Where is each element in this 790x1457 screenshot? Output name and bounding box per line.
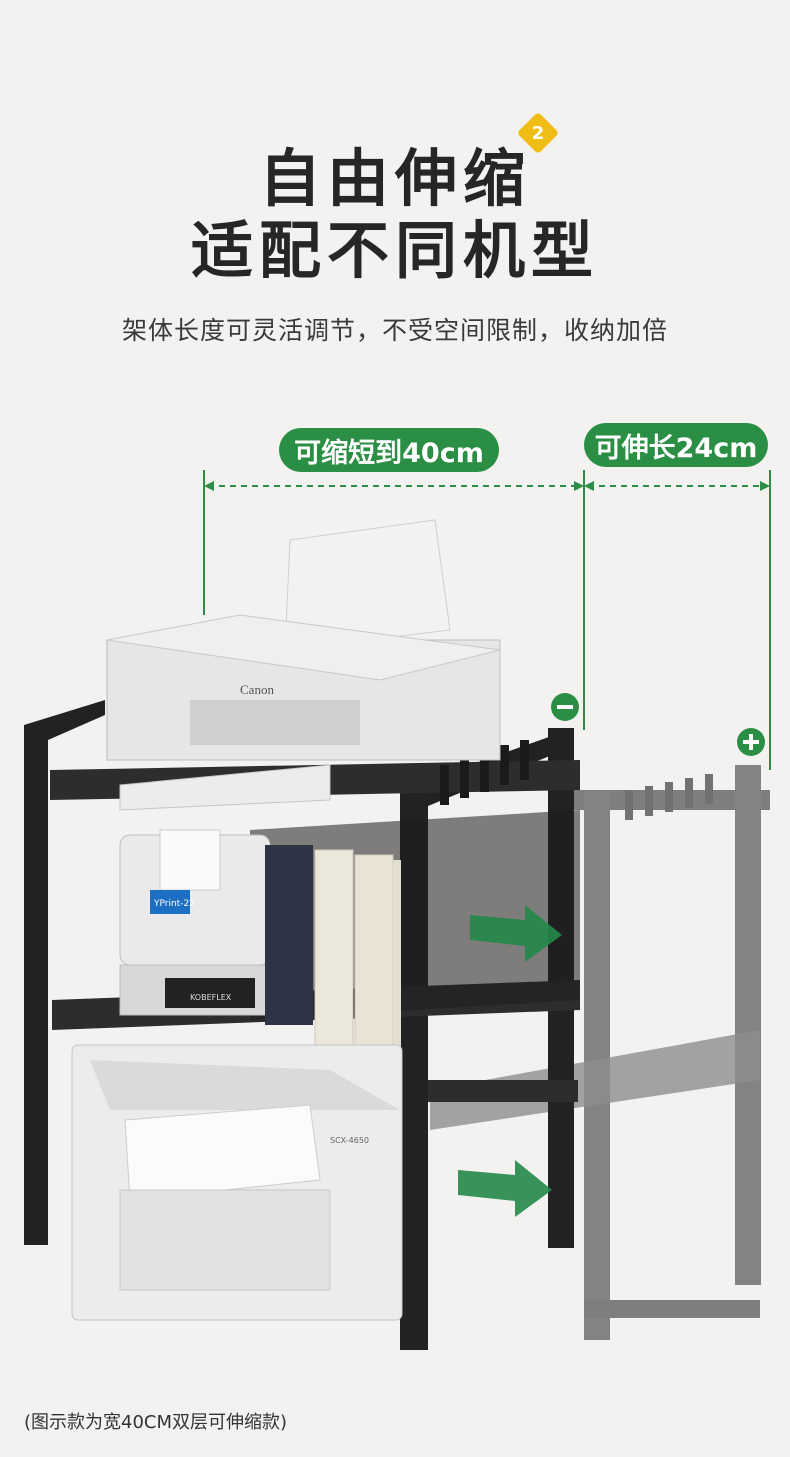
printer-brand-label: Canon	[240, 682, 274, 697]
receipt-printer-brand: KOBEFLEX	[190, 993, 232, 1002]
extend-dimension-label: 可伸长24cm	[584, 423, 768, 467]
extend-arrow-icon	[470, 905, 562, 962]
shrink-dimension-label: 可缩短到40cm	[279, 428, 499, 472]
receipt-printer: YPrint-22 KOBEFLEX	[119, 829, 271, 1016]
extend-arrow-icon	[458, 1160, 552, 1217]
headline-line-2: 适配不同机型	[190, 214, 599, 287]
receipt-printer-label: YPrint-22	[153, 899, 195, 909]
inkjet-printer: Canon	[106, 519, 501, 811]
extension-frame	[430, 765, 770, 1340]
binders	[265, 845, 401, 1051]
plus-icon	[737, 728, 765, 756]
subtitle: 架体长度可灵活调节，不受空间限制，收纳加倍	[121, 316, 668, 345]
laser-printer: SCX-4650	[71, 1044, 403, 1321]
caption: (图示款为宽40CM双层可伸缩款)	[24, 1412, 288, 1433]
laser-printer-model: SCX-4650	[330, 1136, 369, 1145]
minus-icon	[551, 693, 579, 721]
headline-line-1: 自由伸缩	[258, 142, 531, 215]
dimension-guides	[203, 470, 771, 770]
